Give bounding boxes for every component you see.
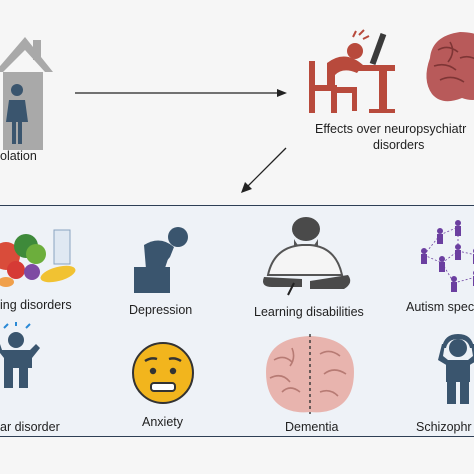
down-left-arrow-icon xyxy=(241,147,287,193)
effects-label-line1: Effects over neuropsychiatr xyxy=(315,122,467,136)
depressed-person-icon xyxy=(134,227,188,293)
learning-disabilities-label: Learning disabilities xyxy=(254,305,364,319)
depression-label: Depression xyxy=(129,303,193,317)
dementia-brain-icon xyxy=(266,334,354,414)
brain-icon xyxy=(426,32,474,102)
anxious-face-icon xyxy=(132,342,194,404)
eating-disorders-label: ing disorders xyxy=(0,298,72,312)
disorders-panel xyxy=(0,205,474,437)
effects-label-line2: disorders xyxy=(373,138,425,152)
anxiety-label: Anxiety xyxy=(142,415,183,429)
house-icon xyxy=(0,37,53,150)
student-writing-icon xyxy=(263,217,351,296)
agitated-person-icon xyxy=(0,322,40,388)
stressed-person-desk-icon xyxy=(309,29,395,113)
schizophrenia-label: Schizophr xyxy=(416,420,472,434)
people-network-icon xyxy=(421,220,474,292)
dementia-label: Dementia xyxy=(285,420,339,434)
autism-label: Autism spec xyxy=(406,300,474,314)
distressed-person-icon xyxy=(438,334,474,404)
bipolar-disorder-label: ar disorder xyxy=(0,420,60,434)
right-arrow-icon xyxy=(75,89,287,97)
healthy-food-icon xyxy=(0,229,76,287)
isolation-label: olation xyxy=(0,149,37,163)
